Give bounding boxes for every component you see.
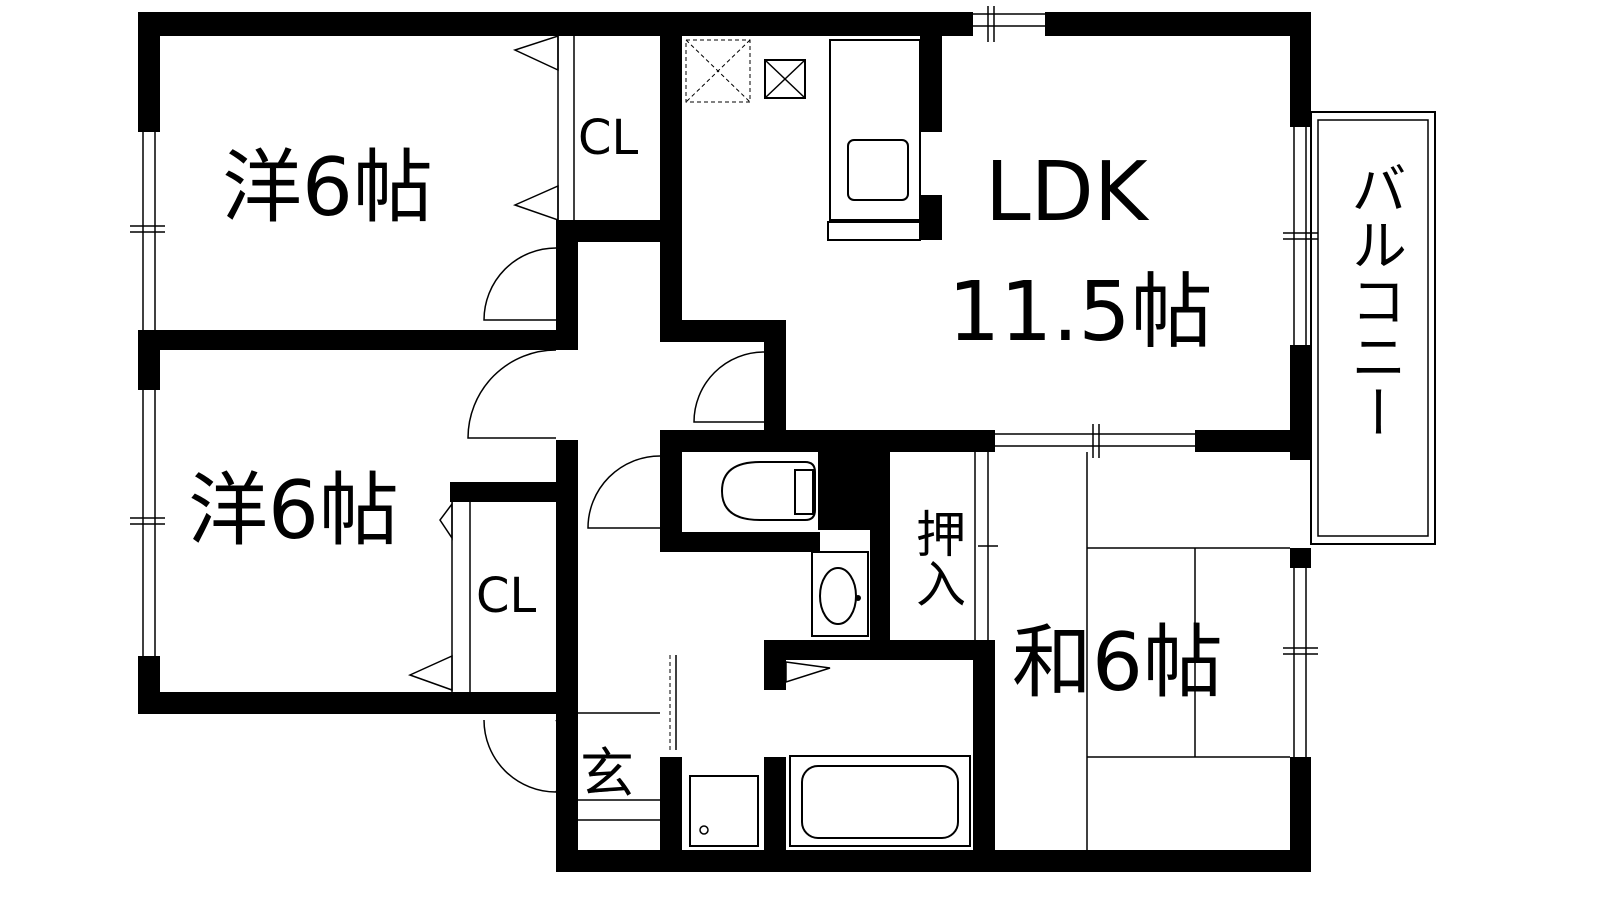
closet-doors (407, 34, 831, 692)
door-swings (467, 247, 765, 793)
balcony-label: バルコニー (1342, 160, 1407, 440)
ldk-name-label: LDK (985, 145, 1150, 240)
closet-top-label: CL (578, 110, 639, 166)
japanese-room-label: 和6帖 (1012, 616, 1223, 709)
western-room-bottom-label: 洋6帖 (188, 464, 399, 557)
western-room-top-label: 洋6帖 (222, 141, 433, 234)
storage-label: 押入 (908, 508, 966, 608)
room-labels: 洋6帖 CL LDK 11.5帖 洋6帖 CL 和6帖 押入 玄 バルコニー (188, 110, 1407, 805)
entrance-label: 玄 (580, 742, 634, 805)
walls (138, 12, 1311, 872)
fixtures (685, 39, 971, 847)
ldk-size-label: 11.5帖 (948, 265, 1213, 360)
closet-bottom-label: CL (476, 568, 537, 624)
